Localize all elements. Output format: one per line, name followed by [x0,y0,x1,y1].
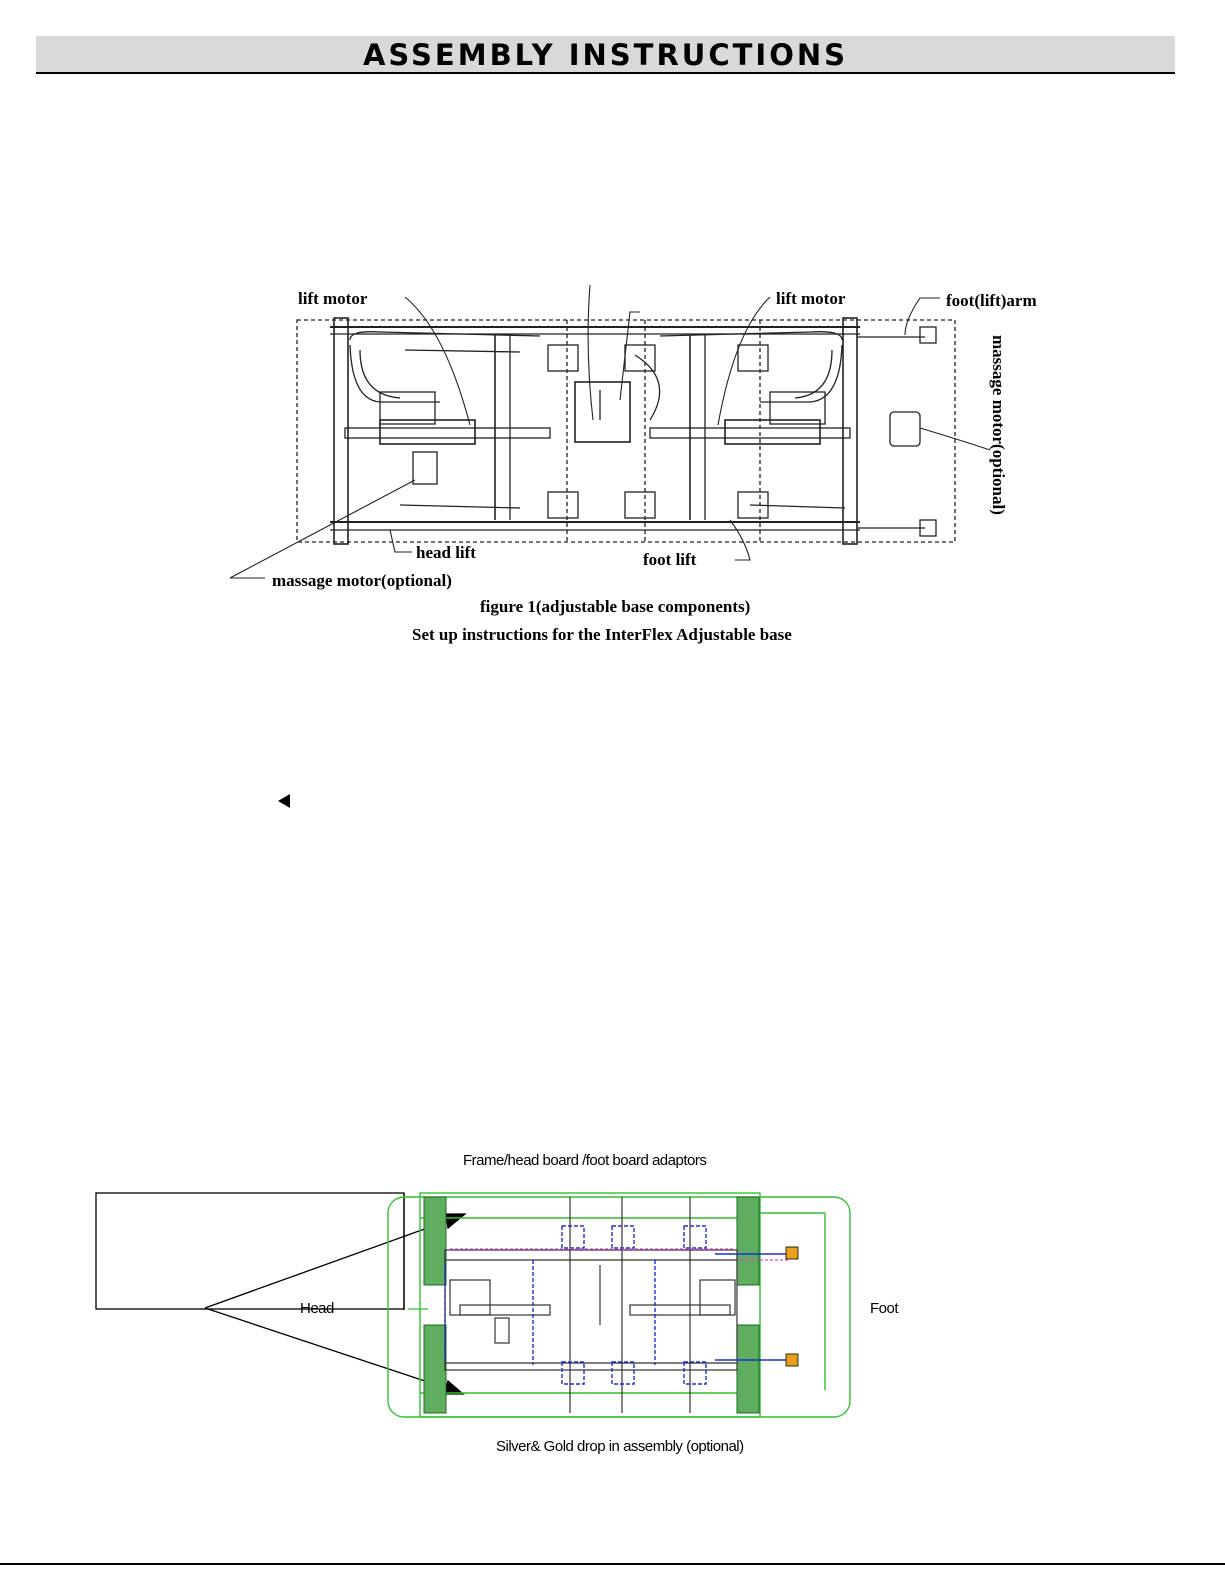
foot-label: Foot [870,1300,899,1317]
figure-2-caption: Silver& Gold drop in assembly (optional) [496,1438,744,1455]
foot-lift-label: foot lift [643,550,697,569]
figure-1-diagram: lift motor lift motor foot(lift)arm mass… [229,284,1037,644]
head-label: Head [300,1300,334,1317]
figure-1-subcaption: Set up instructions for the InterFlex Ad… [412,625,792,644]
figure-1-caption: figure 1(adjustable base components) [480,597,750,616]
lift-motor-label-left: lift motor [298,289,368,308]
page-title: ASSEMBLY INSTRUCTIONS [362,38,848,72]
figure-2-title: Frame/head board /foot board adaptors [463,1152,706,1169]
massage-motor-label-right: massage motor(optional) [989,335,1008,515]
massage-motor-label-left: massage motor(optional) [272,571,452,590]
foot-lift-arm-label: foot(lift)arm [946,291,1037,310]
lift-motor-label-right: lift motor [776,289,846,308]
figure-2-diagram: Frame/head board /foot board adaptors [95,1152,900,1455]
bottom-rule [0,1563,1225,1565]
arrow-left-icon [278,794,290,808]
header-band: ASSEMBLY INSTRUCTIONS [36,36,1175,74]
head-lift-label: head lift [416,543,476,562]
